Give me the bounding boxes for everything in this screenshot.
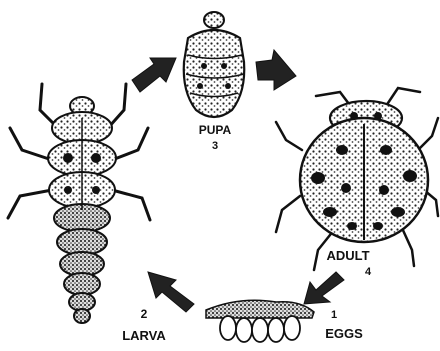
larva-leg bbox=[8, 190, 52, 218]
larva-leg bbox=[112, 128, 148, 160]
larva-label: LARVA bbox=[122, 328, 166, 343]
eggs-number: 1 bbox=[331, 309, 337, 321]
cycle-arrow bbox=[256, 50, 296, 90]
larva-tail bbox=[74, 309, 90, 323]
egg bbox=[268, 318, 284, 342]
adult-ladybug-illustration bbox=[276, 88, 438, 270]
adult-number: 4 bbox=[365, 266, 372, 278]
pupa-label: PUPA bbox=[199, 123, 232, 137]
larva-leg bbox=[112, 190, 150, 220]
egg bbox=[284, 316, 300, 340]
larva-leg bbox=[10, 128, 52, 160]
cycle-arrow bbox=[304, 272, 344, 304]
pupa-illustration bbox=[184, 12, 245, 117]
leaf-underside bbox=[206, 300, 314, 318]
cycle-arrow bbox=[132, 58, 176, 92]
pupa-number: 3 bbox=[212, 140, 218, 152]
pupa-body bbox=[184, 30, 245, 117]
larva-segment bbox=[64, 273, 100, 295]
adult-label: ADULT bbox=[326, 248, 369, 263]
cycle-arrow bbox=[148, 272, 194, 312]
egg bbox=[220, 316, 236, 340]
egg bbox=[236, 318, 252, 342]
larva-illustration bbox=[8, 84, 150, 323]
eggs-label: EGGS bbox=[325, 326, 363, 341]
egg bbox=[252, 318, 268, 342]
eggs-illustration bbox=[206, 300, 314, 342]
larva-number: 2 bbox=[141, 307, 148, 321]
